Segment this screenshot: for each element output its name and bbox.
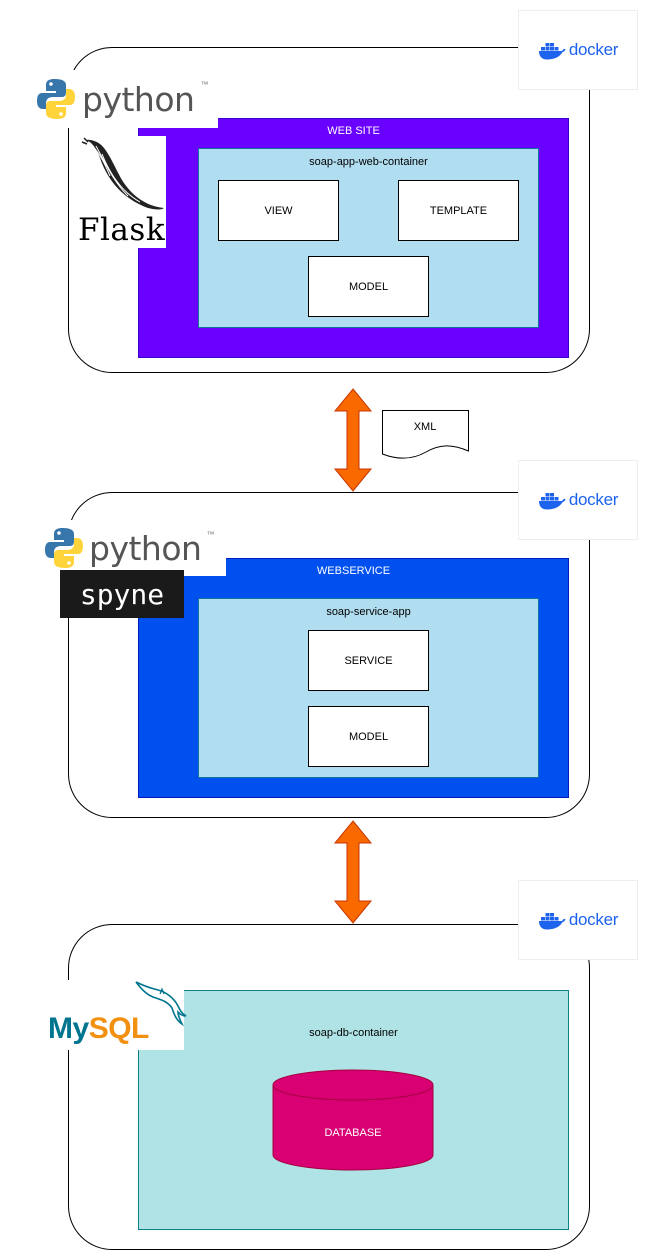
python-logo-service: python ™ [40,520,226,576]
web-site-label: WEB SITE [327,125,380,137]
python-snakes-icon [37,79,75,119]
python-logo-web: python ™ [30,70,218,128]
python-logo-text: python [82,79,195,119]
flask-logo: Flask [76,136,166,248]
service-container-label: soap-service-app [326,606,411,618]
python-snakes-icon [45,528,83,568]
docker-logo-web: docker [518,10,638,90]
bidirectional-arrow-web-service [334,388,373,492]
database-label: DATABASE [324,1127,382,1139]
database-cylinder [272,1069,434,1171]
web-model-box: MODEL [308,256,429,317]
docker-whale-icon [538,913,566,930]
mysql-dolphin-icon [135,981,187,1027]
docker-logo-text: docker [568,490,619,509]
docker-whale-icon [538,493,566,510]
webservice-label: WEBSERVICE [316,565,391,577]
mysql-logo: MySQL [46,980,187,1050]
trademark-mark: ™ [200,80,209,89]
web-container-label: soap-app-web-container [309,156,428,168]
flask-horn-icon [81,137,164,210]
docker-logo-db: docker [518,880,638,960]
docker-logo-text: docker [568,40,619,59]
docker-logo-service: docker [518,460,638,540]
template-box: TEMPLATE [398,180,519,241]
service-box: SERVICE [308,630,429,691]
db-container-label: soap-db-container [309,1027,398,1039]
python-logo-text: python [89,528,202,568]
view-box: VIEW [218,180,339,241]
trademark-mark: ™ [206,530,215,539]
flask-logo-text: Flask [78,212,166,248]
docker-logo-text: docker [568,910,619,929]
xml-label: XML [413,421,437,433]
spyne-logo: spyne [60,570,184,618]
bidirectional-arrow-service-db [334,820,373,924]
service-model-box: MODEL [308,706,429,767]
docker-whale-icon [538,43,566,60]
spyne-logo-text: spyne [79,577,165,611]
xml-document-shape [382,410,469,459]
mysql-logo-text: MySQL [48,1012,149,1045]
